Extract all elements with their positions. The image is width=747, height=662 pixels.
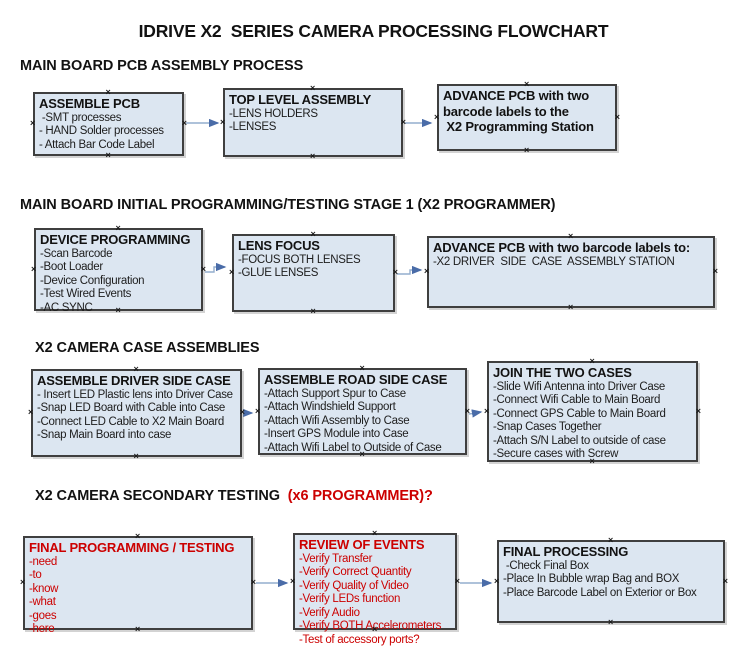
box-item: -Place In Bubble wrap Bag and BOX [503, 573, 680, 585]
section-heading-pcb-assembly: MAIN BOARD PCB ASSEMBLY PROCESS [20, 58, 304, 74]
flow-box-advance-pcb-case-station: ADVANCE PCB with two barcode labels to: … [424, 232, 718, 312]
connector-arrow [205, 262, 227, 273]
section-heading-secondary-testing: X2 CAMERA SECONDARY TESTING (x6 PROGRAMM… [35, 488, 433, 504]
box-items: -need-to-know-what-goes-here [29, 556, 247, 637]
section-heading-red-suffix: (x6 PROGRAMMER)? [283, 488, 433, 504]
box-item: -SMT processes [39, 111, 122, 124]
box-item: -LENSES [229, 121, 277, 133]
box-item: -Attach Support Spur to Case [264, 387, 406, 400]
flow-box-lens-focus: LENS FOCUS -FOCUS BOTH LENSES-GLUE LENSE… [229, 230, 398, 316]
box-item: -Verify Audio [299, 606, 360, 619]
box-item: -Test of accessory ports? [299, 633, 420, 646]
flow-box-join-the-two-cases: JOIN THE TWO CASES -Slide Wifi Antenna i… [484, 357, 701, 466]
box-items: -Check Final Box-Place In Bubble wrap Ba… [503, 560, 719, 601]
flow-box-advance-pcb-programming-station: ADVANCE PCB with two barcode labels to t… [434, 80, 620, 155]
box-item: -Verify LEDs function [299, 593, 401, 605]
box-title: TOP LEVEL ASSEMBLY [229, 92, 372, 107]
box-item: -Attach Wifi Label to Outside of Case [264, 441, 442, 454]
box-item: -Attach S/N Label to outside of case [493, 434, 666, 447]
box-item: -need [29, 555, 57, 568]
box-item: -LENS HOLDERS [229, 107, 318, 120]
box-item: -Verify BOTH Accelerometers [299, 620, 442, 632]
box-item: -Place Barcode Label on Exterior or Box [503, 586, 697, 599]
box-items: -Slide Wifi Antenna into Driver Case-Con… [493, 381, 692, 462]
box-item: -Insert GPS Module into Case [264, 428, 409, 440]
box-title: ADVANCE PCB with two barcode labels to: [433, 240, 691, 255]
box-item: -Verify Quality of Video [299, 579, 409, 592]
flow-box-device-programming: DEVICE PROGRAMMING -Scan Barcode-Boot Lo… [31, 224, 206, 315]
box-title: ASSEMBLE DRIVER SIDE CASE [37, 373, 231, 388]
box-title: FINAL PROGRAMMING / TESTING [29, 540, 235, 555]
flow-box-assemble-driver-side-case: ASSEMBLE DRIVER SIDE CASE - Insert LED P… [28, 365, 245, 461]
box-item: -goes [29, 609, 57, 622]
box-item: -Attach Windshield Support [264, 401, 396, 413]
flow-box-review-of-events: REVIEW OF EVENTS -Verify Transfer-Verify… [290, 529, 460, 646]
box-item: -FOCUS BOTH LENSES [238, 253, 361, 266]
box-item: -Scan Barcode [40, 247, 113, 260]
box-items: -Attach Support Spur to Case-Attach Wind… [264, 388, 461, 456]
box-item: -what [29, 596, 56, 608]
flow-box-final-programming-testing: FINAL PROGRAMMING / TESTING -need-to-kno… [20, 532, 256, 636]
box-item: -Test Wired Events [40, 288, 132, 300]
box-item: -Boot Loader [40, 261, 103, 273]
box-item: - Attach Bar Code Label [39, 138, 155, 151]
box-item: -Connect Wifi Cable to Main Board [493, 394, 661, 406]
box-items: -SMT processes- HAND Solder processes- A… [39, 112, 178, 153]
flow-box-assemble-road-side-case: ASSEMBLE ROAD SIDE CASE -Attach Support … [255, 364, 470, 459]
box-items: - Insert LED Plastic lens into Driver Ca… [37, 389, 236, 443]
box-item: -Snap Cases Together [493, 421, 602, 433]
box-items: -Verify Transfer-Verify Correct Quantity… [299, 553, 451, 648]
box-item: -Connect GPS Cable to Main Board [493, 407, 666, 420]
box-title: ASSEMBLE ROAD SIDE CASE [264, 372, 448, 387]
section-heading-initial-programming: MAIN BOARD INITIAL PROGRAMMING/TESTING S… [20, 197, 556, 213]
box-item: -here [29, 623, 55, 635]
box-items: -LENS HOLDERS-LENSES [229, 108, 397, 135]
box-item: -X2 DRIVER SIDE CASE ASSEMBLY STATION [433, 255, 675, 268]
box-title: FINAL PROCESSING [503, 544, 629, 559]
box-item: -know [29, 582, 59, 595]
box-item: -Slide Wifi Antenna into Driver Case [493, 380, 665, 393]
box-item: -GLUE LENSES [238, 267, 319, 279]
box-item: - Insert LED Plastic lens into Driver Ca… [37, 388, 233, 401]
box-item: -Verify Correct Quantity [299, 566, 412, 578]
box-item: -Check Final Box [503, 559, 589, 572]
box-title: LENS FOCUS [238, 238, 320, 253]
flow-box-final-processing: FINAL PROCESSING -Check Final Box-Place … [494, 536, 728, 627]
box-item: -Connect LED Cable to X2 Main Board [37, 415, 225, 428]
box-item: -Snap LED Board with Cable into Case [37, 402, 226, 414]
box-items: -FOCUS BOTH LENSES-GLUE LENSES [238, 254, 389, 281]
box-title: JOIN THE TWO CASES [493, 365, 632, 380]
box-items: -X2 DRIVER SIDE CASE ASSEMBLY STATION [433, 256, 709, 270]
box-item: - HAND Solder processes [39, 125, 164, 137]
flow-box-assemble-pcb: ASSEMBLE PCB -SMT processes- HAND Solder… [30, 88, 187, 160]
box-item: -Secure cases with Screw [493, 448, 619, 460]
connector-arrow [468, 409, 483, 418]
box-item: -AC SYNC [40, 301, 93, 314]
box-items: -Scan Barcode-Boot Loader-Device Configu… [40, 248, 197, 316]
box-title: ADVANCE PCB with two barcode labels to t… [443, 88, 594, 134]
box-item: -Verify Transfer [299, 552, 373, 565]
section-heading-case-assemblies: X2 CAMERA CASE ASSEMBLIES [35, 340, 260, 356]
flow-box-top-level-assembly: TOP LEVEL ASSEMBLY -LENS HOLDERS-LENSES … [220, 84, 406, 161]
box-title: DEVICE PROGRAMMING [40, 232, 191, 247]
box-item: -Attach Wifi Assembly to Case [264, 414, 410, 427]
box-title: ASSEMBLE PCB [39, 96, 140, 111]
page-title: IDRIVE X2 SERIES CAMERA PROCESSING FLOWC… [138, 21, 609, 41]
box-item: -Device Configuration [40, 274, 145, 287]
box-item: -to [29, 569, 42, 581]
box-title: REVIEW OF EVENTS [299, 537, 425, 552]
box-item: -Snap Main Board into case [37, 429, 172, 441]
connector-arrow [397, 265, 423, 275]
section-heading-text: X2 CAMERA SECONDARY TESTING [35, 488, 284, 504]
